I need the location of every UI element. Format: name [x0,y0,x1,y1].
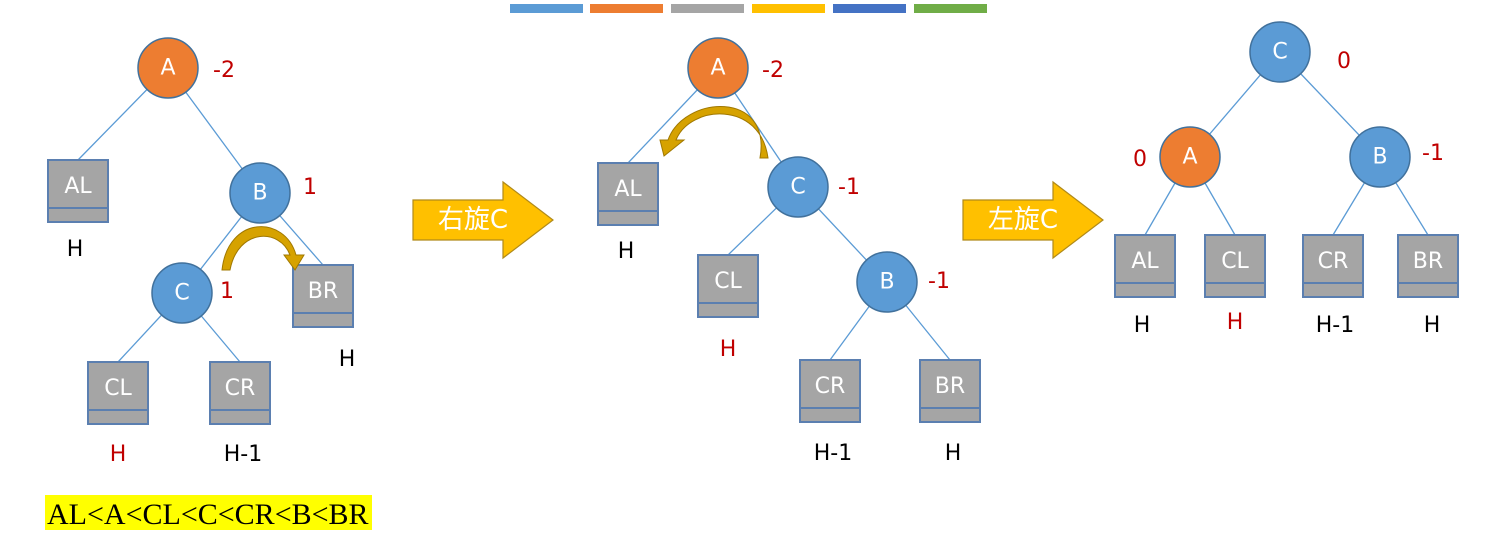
subtree-box-cl [697,254,759,318]
palette-bar [833,4,906,13]
subtree-label: CR [225,376,256,401]
rotation-label: 右旋C [438,205,508,235]
palette-bar [671,4,744,13]
subtree-box-cr [799,359,861,423]
node-label: C [174,281,189,306]
key-ordering: AL<A<CL<C<CR<B<BR [47,498,369,531]
subtree-box-cr [1302,234,1364,298]
subtree-label: AL [64,174,92,199]
node-c [767,156,829,218]
rotation-arrow-icon [659,105,769,159]
node-label: B [1372,145,1387,170]
subtree-height: H [720,337,737,362]
node-label: C [790,175,805,200]
balance-factor: 0 [1133,147,1147,172]
subtree-label: BR [935,374,965,399]
subtree-box-al [47,159,109,223]
subtree-height: H [618,239,635,264]
subtree-box-br [292,264,354,328]
subtree-box-al [1114,234,1176,298]
node-a [1159,126,1221,188]
palette-bar [590,4,663,13]
subtree-label: AL [614,177,642,202]
node-label: B [879,270,894,295]
subtree-height: H [339,347,356,372]
palette-bar [752,4,825,13]
node-b [856,251,918,313]
subtree-label: AL [1131,249,1159,274]
subtree-box-cl [1204,234,1266,298]
subtree-height: H [1227,310,1244,335]
subtree-height: H [67,237,84,262]
ordering-highlight [45,495,372,530]
balance-factor: -1 [928,269,950,294]
subtree-label: CR [1318,249,1349,274]
subtree-label: CL [1221,249,1249,274]
node-label: A [710,56,725,81]
subtree-label: BR [308,279,338,304]
balance-factor: -1 [838,175,860,200]
balance-factor: -1 [1422,141,1444,166]
node-label: B [252,181,267,206]
node-c [151,262,213,324]
balance-factor: -2 [213,58,235,83]
node-c [1249,21,1311,83]
subtree-height: H [1424,313,1441,338]
right-arrow-icon [412,180,554,260]
rotation-arrow-icon [221,226,305,271]
subtree-box-br [1397,234,1459,298]
subtree-height: H-1 [224,442,262,467]
subtree-box-cr [209,361,271,425]
subtree-height: H [110,442,127,467]
subtree-box-br [919,359,981,423]
balance-factor: 1 [220,279,234,304]
subtree-height: H-1 [814,441,852,466]
node-b [1349,126,1411,188]
node-label: A [160,56,175,81]
subtree-label: CL [714,269,742,294]
balance-factor: 0 [1337,49,1351,74]
subtree-height: H-1 [1316,313,1354,338]
node-a [687,37,749,99]
subtree-label: CL [104,376,132,401]
node-label: C [1272,40,1287,65]
subtree-box-cl [87,361,149,425]
balance-factor: -2 [762,58,784,83]
node-b [229,162,291,224]
node-label: A [1182,145,1197,170]
balance-factor: 1 [303,175,317,200]
subtree-box-al [597,162,659,226]
rotation-label: 左旋C [988,205,1058,235]
subtree-label: BR [1413,249,1443,274]
subtree-height: H [1134,313,1151,338]
subtree-height: H [945,441,962,466]
right-arrow-icon [962,180,1104,260]
node-a [137,37,199,99]
subtree-label: CR [815,374,846,399]
palette-bar [914,4,987,13]
palette-bar [510,4,583,13]
